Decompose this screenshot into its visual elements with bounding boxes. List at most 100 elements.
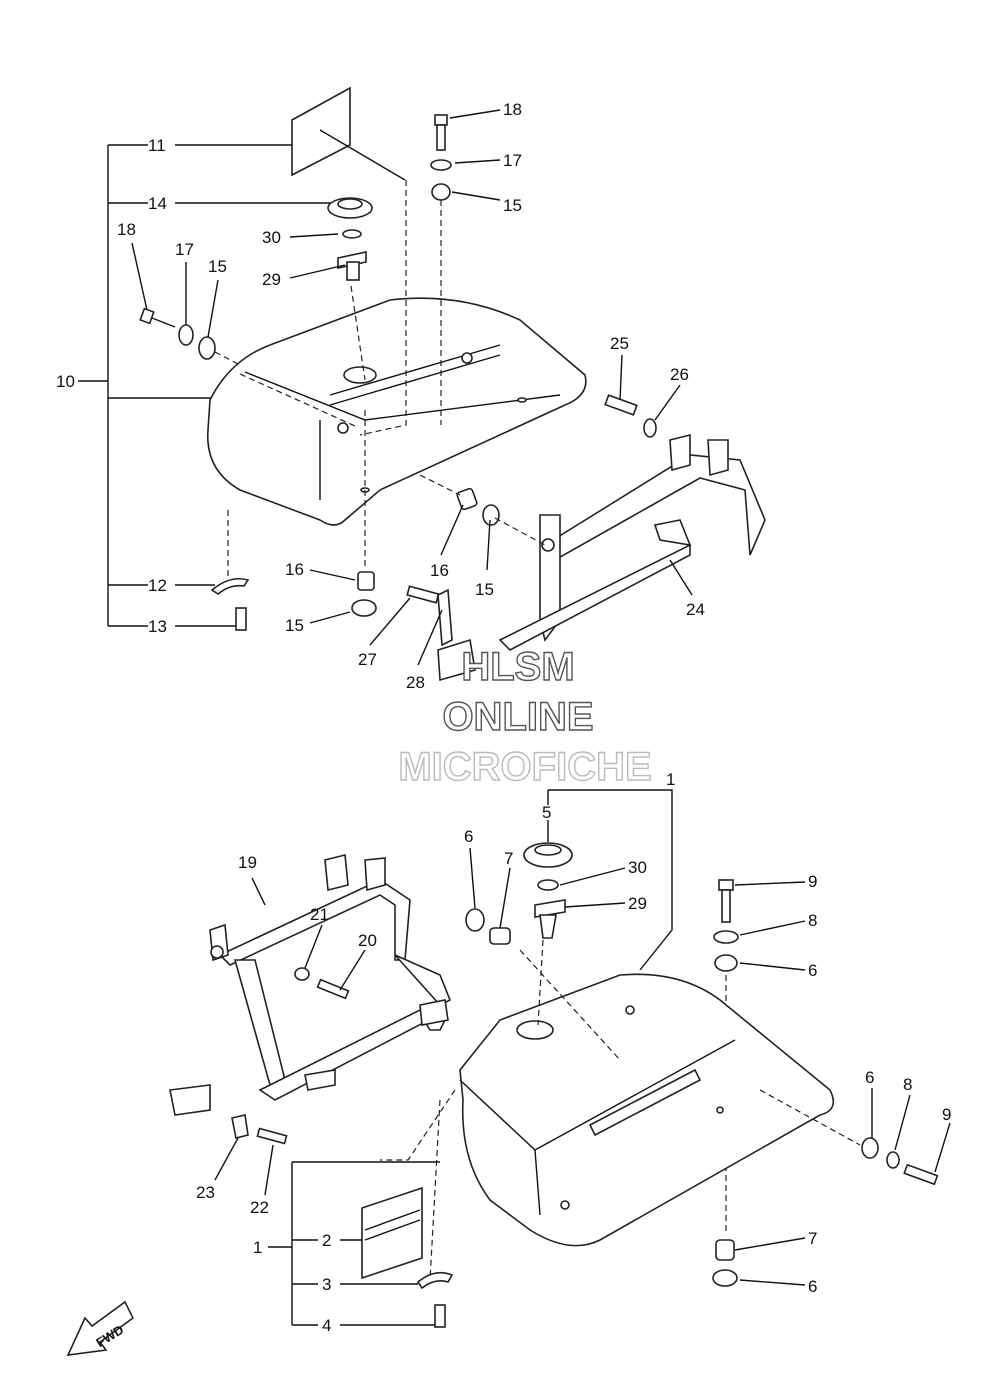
callout-21: 21 [310, 905, 329, 924]
callout-16-left: 16 [285, 560, 304, 579]
callout-26: 26 [670, 365, 689, 384]
callout-15-left: 15 [208, 257, 227, 276]
callout-30-bottom: 30 [628, 858, 647, 877]
fwd-arrow-icon: FWD [66, 1300, 135, 1356]
washer-8-lower-right [886, 1151, 900, 1169]
bracket-24 [437, 433, 766, 682]
callout-6-left: 6 [464, 827, 473, 846]
grommet-15-top [198, 336, 216, 360]
plate-23 [231, 1114, 249, 1139]
callout-5: 5 [542, 803, 551, 822]
callout-10: 10 [56, 372, 75, 391]
callout-6-lower: 6 [808, 1277, 817, 1296]
plate-28 [437, 588, 453, 647]
callout-30-top: 30 [262, 228, 281, 247]
bracket-19 [169, 853, 452, 1116]
side-cover-cap [327, 197, 373, 219]
grommet-6-left [465, 908, 485, 932]
side-cover-box-top [207, 297, 587, 526]
grommet-6-right [714, 954, 738, 972]
bracket-group-10 [78, 144, 332, 627]
svg-text:MICROFICHE: MICROFICHE [398, 745, 651, 789]
washer-8-right [713, 930, 739, 944]
callout-27: 27 [358, 650, 377, 669]
washer-30-bottom [537, 879, 559, 891]
callout-15-lower: 15 [285, 616, 304, 635]
callout-9-top: 9 [808, 872, 817, 891]
callout-1-bracket: 1 [253, 1238, 262, 1257]
callout-19: 19 [238, 853, 257, 872]
callout-1-top: 1 [666, 770, 675, 789]
leader-lines-bottom [214, 820, 951, 1286]
callout-14: 14 [148, 194, 167, 213]
damper-29-bottom [534, 899, 566, 939]
callout-17-right: 17 [503, 151, 522, 170]
collar-7-left [489, 927, 511, 945]
callout-7-left: 7 [504, 849, 513, 868]
callout-25: 25 [610, 334, 629, 353]
callout-8-lower-right: 8 [903, 1075, 912, 1094]
bolt-22 [256, 1127, 288, 1145]
washer-17-top-right [430, 159, 452, 171]
callout-18-left: 18 [117, 220, 136, 239]
grommet-6-lower [712, 1269, 738, 1287]
callout-2: 2 [322, 1231, 331, 1250]
label-sticker [291, 86, 351, 177]
callout-17-left: 17 [175, 240, 194, 259]
callout-24: 24 [686, 600, 705, 619]
stay-12 [210, 577, 250, 595]
collar-16-lower [357, 571, 375, 591]
bolt-4 [434, 1304, 446, 1328]
collar-16-mid [456, 487, 478, 511]
bolt-27 [406, 585, 440, 604]
callout-18-right: 18 [503, 100, 522, 119]
damper-29 [337, 251, 367, 281]
bolt-18-top-right [434, 114, 448, 151]
grommet-15-lower [351, 599, 377, 617]
leader-lines-top [131, 109, 693, 666]
callout-15-right: 15 [503, 196, 522, 215]
grommet-15-top-right [431, 183, 451, 201]
callout-12: 12 [148, 576, 167, 595]
bolt-18-top [139, 307, 176, 328]
side-cover-cap-bottom [523, 842, 573, 868]
stay-3 [416, 1271, 454, 1290]
bolt-9-shank [721, 889, 731, 923]
svg-text:HLSM: HLSM [461, 645, 574, 689]
watermark: HLSM ONLINE MICROFICHE [398, 644, 653, 789]
bolt-20 [316, 978, 350, 1000]
callout-22: 22 [250, 1198, 269, 1217]
callout-16-mid: 16 [430, 561, 449, 580]
bolt-25 [604, 394, 638, 416]
callout-29-top: 29 [262, 270, 281, 289]
bolt-13 [235, 607, 247, 631]
grommet-15-mid [482, 504, 500, 526]
callout-9-lower-right: 9 [942, 1105, 951, 1124]
washer-21 [294, 967, 310, 981]
bolt-9-lower-right [903, 1163, 939, 1186]
callout-8-top: 8 [808, 911, 817, 930]
bracket-group-1 [268, 1161, 440, 1326]
callout-13: 13 [148, 617, 167, 636]
callout-23: 23 [196, 1183, 215, 1202]
label-sticker-bottom [361, 1186, 423, 1280]
callout-3: 3 [322, 1275, 331, 1294]
side-cover-box-bottom [459, 973, 835, 1247]
collar-7-lower [715, 1239, 735, 1261]
washer-17-top [178, 324, 194, 346]
callout-6-top: 6 [808, 961, 817, 980]
callout-29-bottom: 29 [628, 894, 647, 913]
washer-26 [643, 418, 657, 438]
washer-30 [342, 229, 362, 239]
callout-11: 11 [148, 136, 166, 155]
bolt-9-right [718, 879, 734, 891]
callout-20: 20 [358, 931, 377, 950]
svg-text:ONLINE: ONLINE [442, 695, 593, 739]
callout-7-lower: 7 [808, 1229, 817, 1248]
callout-15-mid: 15 [475, 580, 494, 599]
callout-28: 28 [406, 673, 425, 692]
callout-6-lower-right: 6 [865, 1068, 874, 1087]
grommet-6-lower-right [861, 1137, 879, 1159]
callout-4: 4 [322, 1316, 331, 1335]
